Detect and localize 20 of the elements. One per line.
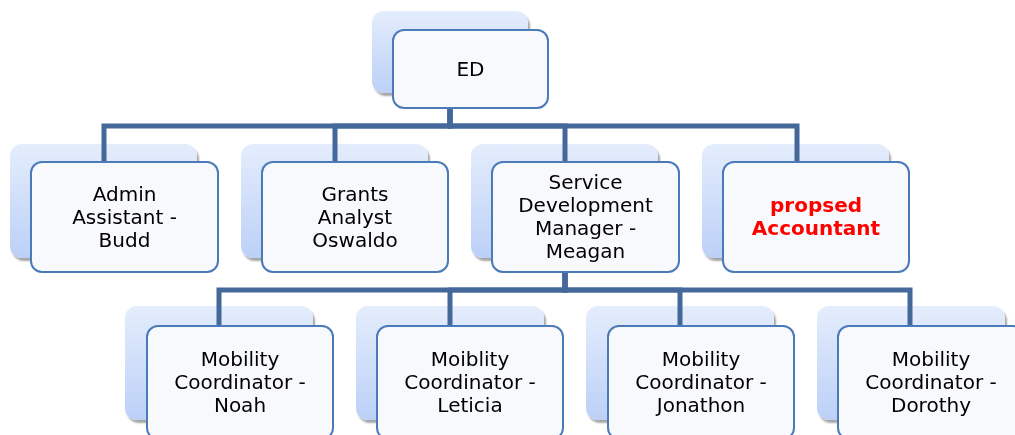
box-label: Admin Assistant - Budd — [71, 182, 178, 252]
org-box — [837, 325, 1015, 435]
org-box — [392, 29, 549, 109]
box-label: Mobility Coordinator - Jonathon — [634, 348, 768, 417]
org-box — [30, 161, 219, 273]
connector-line — [447, 109, 800, 161]
box-label: Grants Analyst Oswaldo — [311, 182, 399, 252]
box-label: Service Development Manager - Meagan — [517, 171, 654, 263]
box-label: Mobility Coordinator - Dorothy — [864, 348, 998, 417]
org-box — [261, 161, 449, 273]
org-box — [607, 325, 795, 435]
connector-line — [562, 273, 913, 325]
box-label: Mobility Coordinator - Noah — [173, 348, 307, 417]
org-box — [722, 161, 910, 273]
box-label: Moiblity Coordinator - Leticia — [403, 348, 537, 417]
org-box — [491, 161, 680, 273]
org-box — [146, 325, 334, 435]
box-label: ED — [456, 57, 485, 81]
box-label: propsed Accountant — [750, 194, 882, 240]
org-box — [376, 325, 564, 435]
